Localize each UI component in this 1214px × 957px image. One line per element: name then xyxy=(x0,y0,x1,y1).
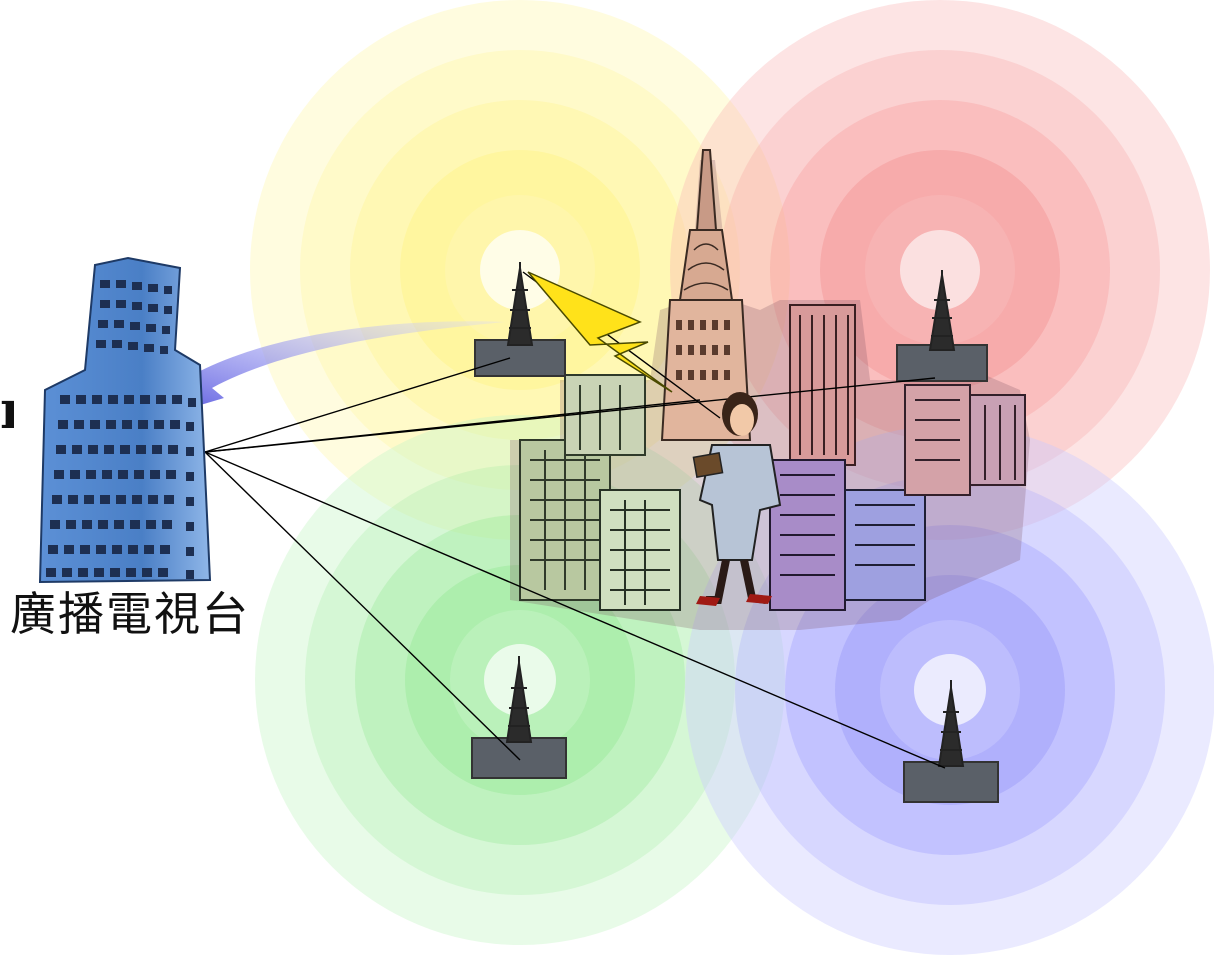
broadcast-building xyxy=(38,256,212,584)
cell-tower-green xyxy=(471,656,567,779)
link-lines xyxy=(204,271,946,769)
cell-tower-yellow xyxy=(474,262,566,377)
person-on-phone xyxy=(692,392,782,606)
broadcast-station-label: 廣播電視台 xyxy=(10,587,250,641)
cell-tower-blue xyxy=(903,680,999,803)
cell-tower-red xyxy=(896,270,988,382)
lightning-bolt xyxy=(527,271,673,393)
uplink-arrow xyxy=(150,321,505,420)
edge-text-fragment: n xyxy=(0,380,14,441)
